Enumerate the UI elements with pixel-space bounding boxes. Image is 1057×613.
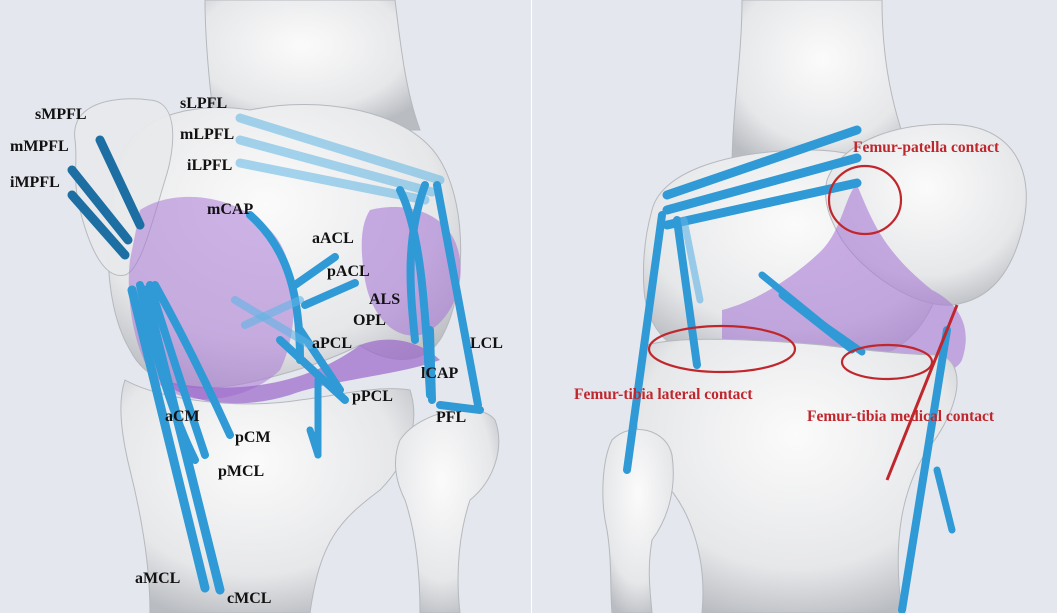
left-knee-illustration	[0, 0, 531, 613]
label-apcl: aPCL	[312, 336, 352, 352]
label-mlpfl: mLPFL	[180, 127, 234, 143]
label-mmpfl: mMPFL	[10, 139, 69, 155]
label-ppcl: pPCL	[352, 389, 393, 405]
label-lcap: lCAP	[421, 366, 458, 382]
label-slpfl: sLPFL	[180, 96, 227, 112]
ligament-medial-2	[937, 470, 952, 530]
label-mcap: mCAP	[207, 202, 253, 218]
label-pacl: pACL	[327, 264, 370, 280]
label-cmcl: cMCL	[227, 591, 271, 607]
label-amcl: aMCL	[135, 571, 180, 587]
fibula	[395, 410, 498, 613]
annotation-femur-tibia-medial: Femur-tibia medical contact	[807, 409, 994, 425]
left-knee-view: sMPFL mMPFL iMPFL sLPFL mLPFL iLPFL mCAP…	[0, 0, 531, 613]
label-pcm: pCM	[235, 430, 271, 446]
label-pmcl: pMCL	[218, 464, 264, 480]
label-smpfl: sMPFL	[35, 107, 87, 123]
label-ilpfl: iLPFL	[187, 158, 232, 174]
label-lcl: LCL	[470, 336, 503, 352]
right-knee-view: Femur-patella contact Femur-tibia latera…	[532, 0, 1057, 613]
label-aacl: aACL	[312, 231, 354, 247]
annotation-femur-tibia-lateral: Femur-tibia lateral contact	[574, 387, 752, 403]
label-als: ALS	[369, 292, 400, 308]
annotation-femur-patella: Femur-patella contact	[853, 140, 999, 156]
label-opl: OPL	[353, 313, 386, 329]
label-acm: aCM	[165, 409, 200, 425]
label-pfl: PFL	[436, 410, 466, 426]
label-impfl: iMPFL	[10, 175, 60, 191]
right-knee-illustration	[532, 0, 1057, 613]
fibula	[603, 429, 673, 613]
